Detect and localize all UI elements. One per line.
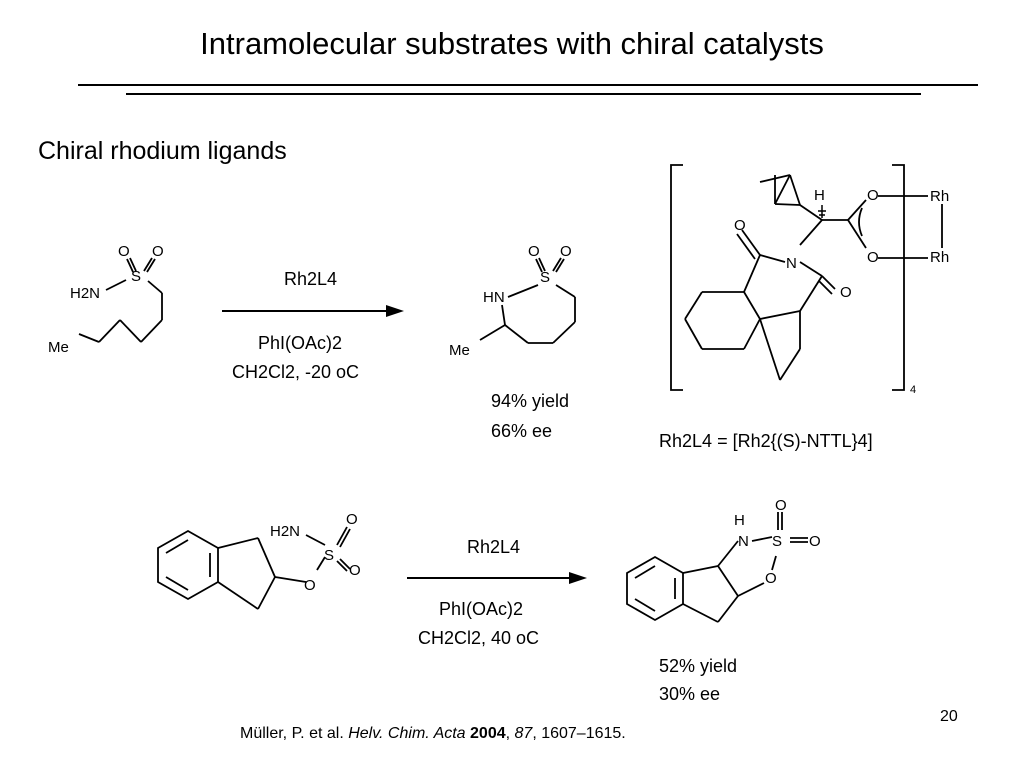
- atom-label-o: O: [840, 284, 852, 301]
- reaction1-arrow: [222, 305, 404, 317]
- reaction2-catalyst: Rh2L4: [467, 537, 520, 557]
- atom-label-me: Me: [48, 339, 69, 356]
- reaction1-substrate: [78, 257, 163, 343]
- atom-label-s: S: [540, 269, 550, 286]
- citation-year: 2004: [470, 725, 506, 742]
- reaction1-oxidant: PhI(OAc)2: [258, 333, 342, 353]
- atom-label-o: O: [734, 217, 746, 234]
- atom-label-n: N: [786, 255, 797, 272]
- reaction1-ee: 66% ee: [491, 421, 552, 441]
- reaction1-product-labels: S O O HN Me: [449, 243, 572, 359]
- atom-label-o: O: [304, 577, 316, 594]
- atom-label-o: O: [867, 249, 879, 266]
- citation-authors: Müller, P. et al.: [240, 725, 344, 742]
- atom-label-s: S: [324, 547, 334, 564]
- ntt-ligand-labels: H O O N O O Rh Rh: [734, 187, 949, 301]
- atom-label-n: N: [738, 533, 749, 550]
- atom-label-me: Me: [449, 342, 470, 359]
- atom-label-o: O: [528, 243, 540, 260]
- atom-label-nh: HN: [483, 289, 505, 306]
- citation: Müller, P. et al. Helv. Chim. Acta 2004,…: [240, 725, 626, 742]
- reaction1-product: [479, 257, 576, 344]
- atom-label-o: O: [765, 570, 777, 587]
- atom-label-rh: Rh: [930, 249, 949, 266]
- atom-label-rh: Rh: [930, 188, 949, 205]
- title-rule-top: [78, 84, 978, 86]
- reaction2-ee: 30% ee: [659, 684, 720, 704]
- reaction2-yield: 52% yield: [659, 656, 737, 676]
- atom-label-o: O: [118, 243, 130, 260]
- reaction2-oxidant: PhI(OAc)2: [439, 599, 523, 619]
- atom-label-h: H: [814, 187, 825, 204]
- atom-label-o: O: [346, 511, 358, 528]
- atom-label-o: O: [152, 243, 164, 260]
- atom-label-o: O: [809, 533, 821, 550]
- citation-journal: Helv. Chim. Acta: [348, 725, 466, 742]
- reaction1-yield: 94% yield: [491, 391, 569, 411]
- ntt-wedge: [818, 205, 826, 218]
- title-rule-bottom: [126, 93, 921, 95]
- reaction1-catalyst: Rh2L4: [284, 269, 337, 289]
- citation-pages: 1607–1615.: [541, 725, 626, 742]
- slide-title: Intramolecular substrates with chiral ca…: [200, 26, 824, 61]
- reaction2-conditions: CH2Cl2, 40 oC: [418, 628, 539, 648]
- citation-volume: 87: [514, 725, 533, 742]
- catalyst-definition: Rh2L4 = [Rh2{(S)-NTTL}4]: [659, 431, 873, 451]
- bracket-subscript: 4: [910, 384, 916, 396]
- reaction1-conditions: CH2Cl2, -20 oC: [232, 362, 359, 382]
- reaction2-arrow: [407, 572, 587, 584]
- atom-label-o: O: [775, 497, 787, 514]
- atom-label-s: S: [772, 533, 782, 550]
- atom-label-o: O: [867, 187, 879, 204]
- atom-label-o: O: [560, 243, 572, 260]
- atom-label-o: O: [349, 562, 361, 579]
- catalyst-brackets: [670, 164, 905, 391]
- atom-label-nh2: H2N: [70, 285, 100, 302]
- page-number: 20: [940, 708, 958, 725]
- reaction2-substrate-labels: H2N S O O O: [270, 511, 361, 594]
- reaction2-substrate: [157, 526, 351, 610]
- reaction2-product: [626, 512, 808, 623]
- reaction2-product-labels: H N S O O O: [734, 497, 821, 587]
- atom-label-s: S: [131, 268, 141, 285]
- ntt-ligand: [684, 174, 943, 381]
- atom-label-nh2: H2N: [270, 523, 300, 540]
- reaction1-substrate-labels: H2N S O O Me: [48, 243, 164, 356]
- section-heading: Chiral rhodium ligands: [38, 137, 287, 165]
- atom-label-h: H: [734, 512, 745, 529]
